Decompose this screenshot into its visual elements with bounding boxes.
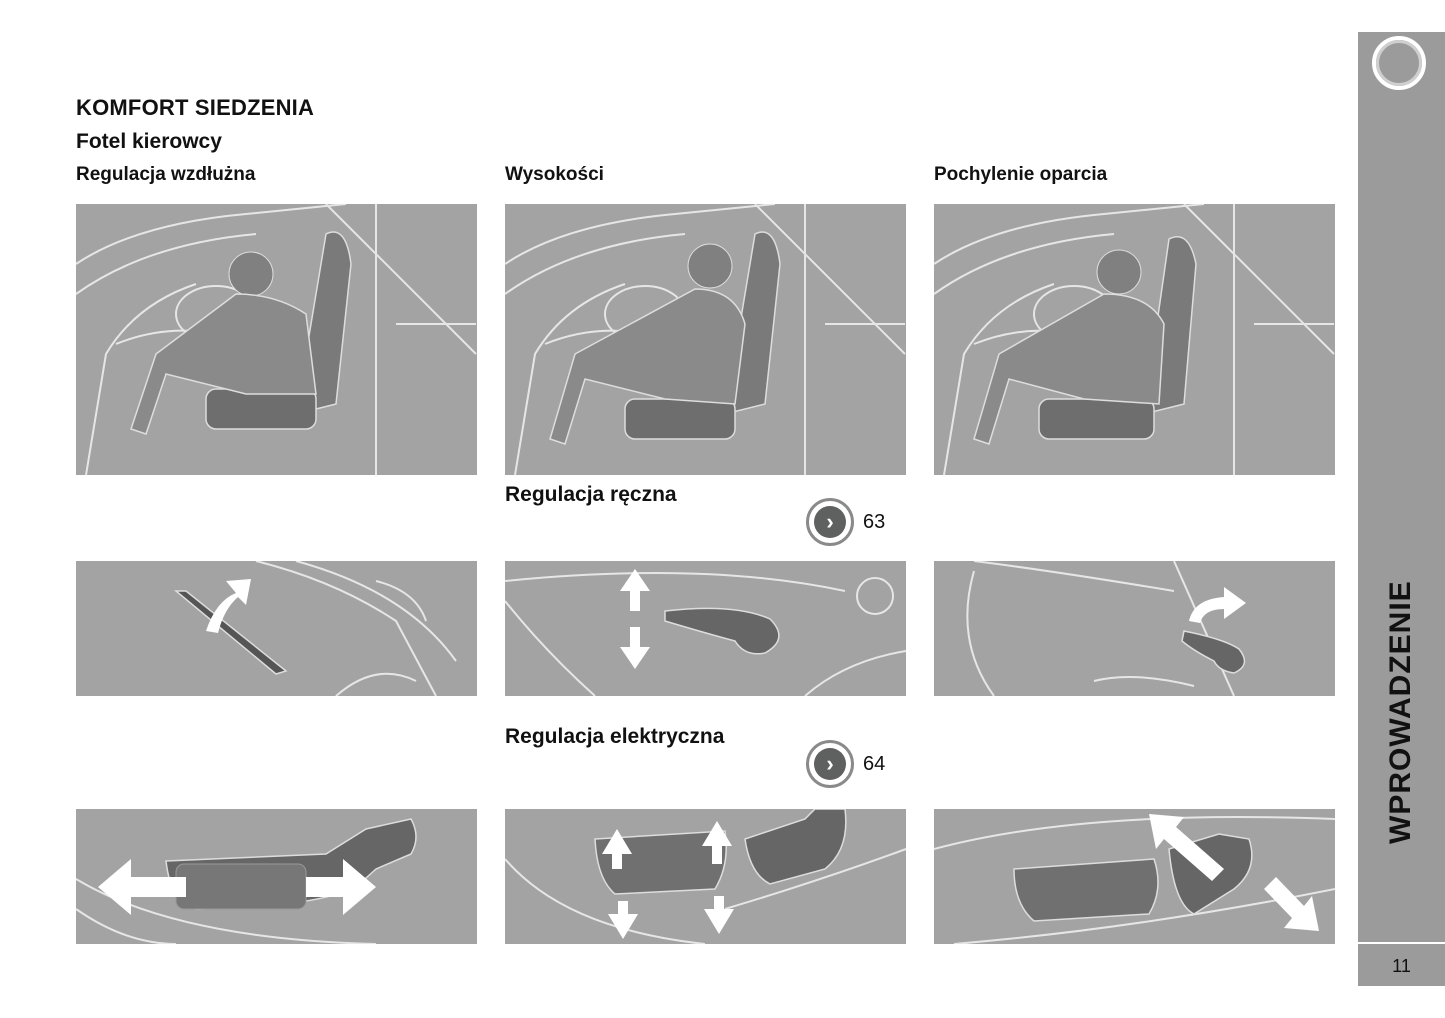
page-reference-manual[interactable]: › 63 bbox=[806, 498, 896, 550]
electric-adjustment-title: Regulacja elektryczna bbox=[505, 725, 725, 748]
chapter-logo-icon bbox=[1372, 36, 1426, 90]
manual-adjustment-title: Regulacja ręczna bbox=[505, 483, 677, 506]
illustration-electric-longitudinal-switch bbox=[76, 809, 477, 944]
page-reference-number: 63 bbox=[863, 511, 886, 533]
chevron-right-icon: › bbox=[814, 506, 846, 538]
page-title: KOMFORT SIEDZENIA bbox=[76, 95, 315, 120]
illustration-manual-backrest-lever bbox=[934, 561, 1335, 696]
column-heading-height: Wysokości bbox=[505, 164, 604, 185]
page-number: 11 bbox=[1358, 944, 1445, 986]
chevron-right-icon: › bbox=[814, 748, 846, 780]
illustration-height-seat bbox=[505, 204, 906, 475]
page-reference-number: 64 bbox=[863, 753, 886, 775]
illustration-electric-height-switch bbox=[505, 809, 906, 944]
illustration-longitudinal-seat bbox=[76, 204, 477, 475]
chapter-logo-ring-icon bbox=[1376, 40, 1422, 86]
illustration-manual-height-lever bbox=[505, 561, 906, 696]
reference-circle: › bbox=[806, 740, 854, 788]
illustration-backrest-seat bbox=[934, 204, 1335, 475]
section-sidebar: WPROWADZENIE bbox=[1358, 32, 1445, 942]
illustration-manual-longitudinal-bar bbox=[76, 561, 477, 696]
section-subtitle: Fotel kierowcy bbox=[76, 130, 222, 153]
section-tab-label: WPROWADZENIE bbox=[1384, 580, 1417, 844]
reference-circle: › bbox=[806, 498, 854, 546]
column-heading-longitudinal: Regulacja wzdłużna bbox=[76, 164, 256, 185]
column-heading-backrest: Pochylenie oparcia bbox=[934, 164, 1108, 185]
page-reference-electric[interactable]: › 64 bbox=[806, 740, 896, 792]
illustration-electric-backrest-switch bbox=[934, 809, 1335, 944]
